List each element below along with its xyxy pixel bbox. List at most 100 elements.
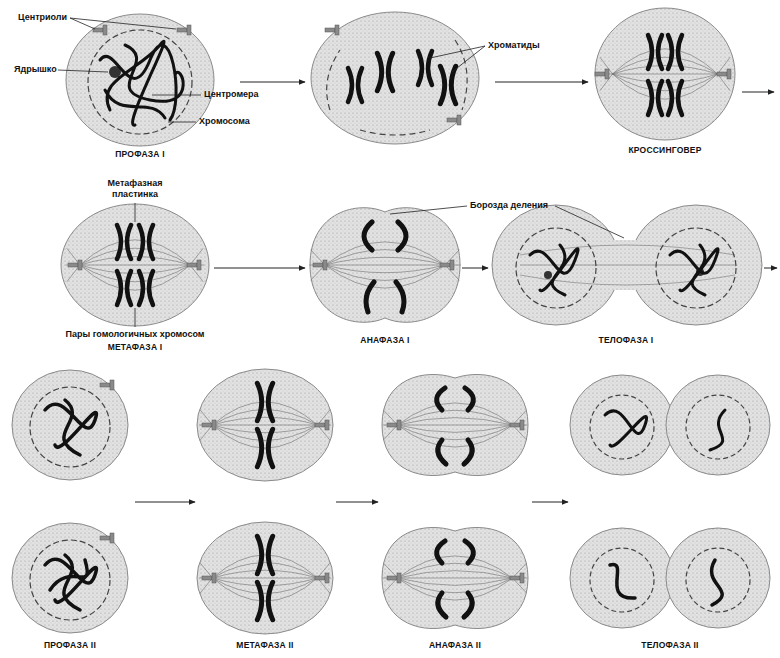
cell-telophase-2 <box>570 375 770 475</box>
leader-line <box>168 122 196 123</box>
cell-anaphase-2 <box>387 573 401 583</box>
cell-metaphase-2 <box>202 420 216 430</box>
cell-anaphase-2 <box>382 527 528 628</box>
leader-line <box>430 46 485 72</box>
leader-line <box>390 206 467 214</box>
cell-metaphase-2 <box>257 383 272 420</box>
cell-prophase-1 <box>177 25 191 35</box>
sequence-arrow <box>135 82 777 502</box>
part-label: Борозда деления <box>470 200 548 211</box>
cell-prophase-2 <box>12 370 128 480</box>
leader-line <box>430 46 485 72</box>
cell-metaphase-1 <box>187 260 201 270</box>
part-label: Хромосома <box>199 116 250 127</box>
cell-prophase-late <box>348 68 362 102</box>
cell-metaphase-2 <box>197 369 333 481</box>
cell-crossingover <box>717 69 731 79</box>
cell-anaphase-2 <box>382 527 528 628</box>
cell-anaphase-2 <box>383 556 528 600</box>
cell-prophase-late <box>377 53 392 90</box>
cell-metaphase-1 <box>139 271 153 305</box>
sequence-arrow <box>214 268 305 269</box>
cell-anaphase-1 <box>310 208 460 323</box>
cell-metaphase-2 <box>197 369 333 481</box>
stage-name: ТЕЛОФАЗА II <box>641 640 698 651</box>
part-label: Хроматиды <box>488 40 540 51</box>
cell-anaphase-1 <box>364 222 406 312</box>
cell-prophase-2 <box>12 370 128 480</box>
cell-metaphase-2 <box>197 522 333 634</box>
cell-crossingover <box>648 81 662 115</box>
cell-telophase-2 <box>570 375 674 475</box>
cell-telophase-2 <box>605 410 725 450</box>
leader-line <box>555 206 624 238</box>
stage-name: КРОССИНГОВЕР <box>628 145 701 156</box>
cell-telophase-1 <box>656 228 736 308</box>
stage-name: МЕТАФАЗА II <box>236 640 293 651</box>
part-label: Пары гомологичных хромосом <box>65 329 204 340</box>
cell-anaphase-1 <box>440 260 454 270</box>
leader-line <box>390 206 624 238</box>
cell-anaphase-2 <box>382 374 528 475</box>
cell-metaphase-2 <box>199 402 331 448</box>
leader-line <box>58 18 201 122</box>
leader-line <box>135 308 136 327</box>
cell-telophase-1 <box>492 205 762 325</box>
leader-line <box>70 18 176 29</box>
sequence-arrow <box>764 268 777 269</box>
cell-prophase-1 <box>88 30 192 134</box>
cell-telophase-2 <box>610 560 722 605</box>
cell-prophase-late <box>311 12 479 144</box>
sequence-arrow <box>742 92 774 93</box>
cell-prophase-late <box>447 115 461 125</box>
stage-name: АНАФАЗА I <box>360 335 409 346</box>
sequence-arrow <box>532 502 568 503</box>
cell-crossingover <box>668 81 682 115</box>
cell-crossingover <box>595 8 735 140</box>
cell-prophase-1 <box>66 14 214 146</box>
sequence-arrow <box>462 268 488 269</box>
stage-name: АНАФАЗА II <box>429 640 481 651</box>
part-label: Ядрышко <box>14 64 57 75</box>
cell-telophase-2 <box>590 548 654 612</box>
cell-anaphase-2 <box>510 420 524 430</box>
cell-anaphase-2 <box>387 420 401 430</box>
part-label: Центромера <box>204 89 259 100</box>
cell-telophase-2 <box>666 528 770 628</box>
stage-name: ПРОФАЗА I <box>115 149 164 160</box>
cell-metaphase-1 <box>68 260 82 270</box>
cell-metaphase-2 <box>197 522 333 634</box>
cell-telophase-1 <box>516 228 596 308</box>
cell-metaphase-2 <box>257 536 272 573</box>
sequence-arrow <box>495 82 588 83</box>
stage-name: ПРОФАЗА II <box>44 640 96 651</box>
cell-metaphase-1 <box>139 225 153 259</box>
cell-crossingover <box>595 8 735 140</box>
cell-crossingover <box>599 49 731 99</box>
cell-prophase-2 <box>12 523 128 633</box>
stage-name: ТЕЛОФАЗА I <box>599 335 654 346</box>
cell-anaphase-2 <box>437 541 474 617</box>
cell-prophase-1 <box>100 41 183 125</box>
cell-telophase-1 <box>530 245 578 295</box>
cell-crossingover <box>595 69 609 79</box>
cell-prophase-2 <box>30 387 110 467</box>
cell-metaphase-2 <box>257 429 272 466</box>
stage-name: МЕТАФАЗА I <box>108 342 163 353</box>
cell-metaphase-2 <box>315 420 329 430</box>
cell-prophase-late <box>325 25 339 35</box>
cell-prophase-2 <box>100 380 114 390</box>
leader-line <box>135 203 136 222</box>
cell-anaphase-2 <box>437 388 474 464</box>
cell-metaphase-1 <box>66 240 205 290</box>
part-label: Метафазная пластинка <box>103 178 167 200</box>
cell-prophase-2 <box>45 555 96 610</box>
cell-telophase-2 <box>570 528 674 628</box>
cell-prophase-2 <box>30 540 110 620</box>
cell-prophase-late <box>311 12 479 144</box>
cell-prophase-2 <box>45 400 96 455</box>
cell-anaphase-2 <box>510 573 524 583</box>
cell-metaphase-1 <box>117 225 131 259</box>
cell-metaphase-2 <box>315 573 329 583</box>
